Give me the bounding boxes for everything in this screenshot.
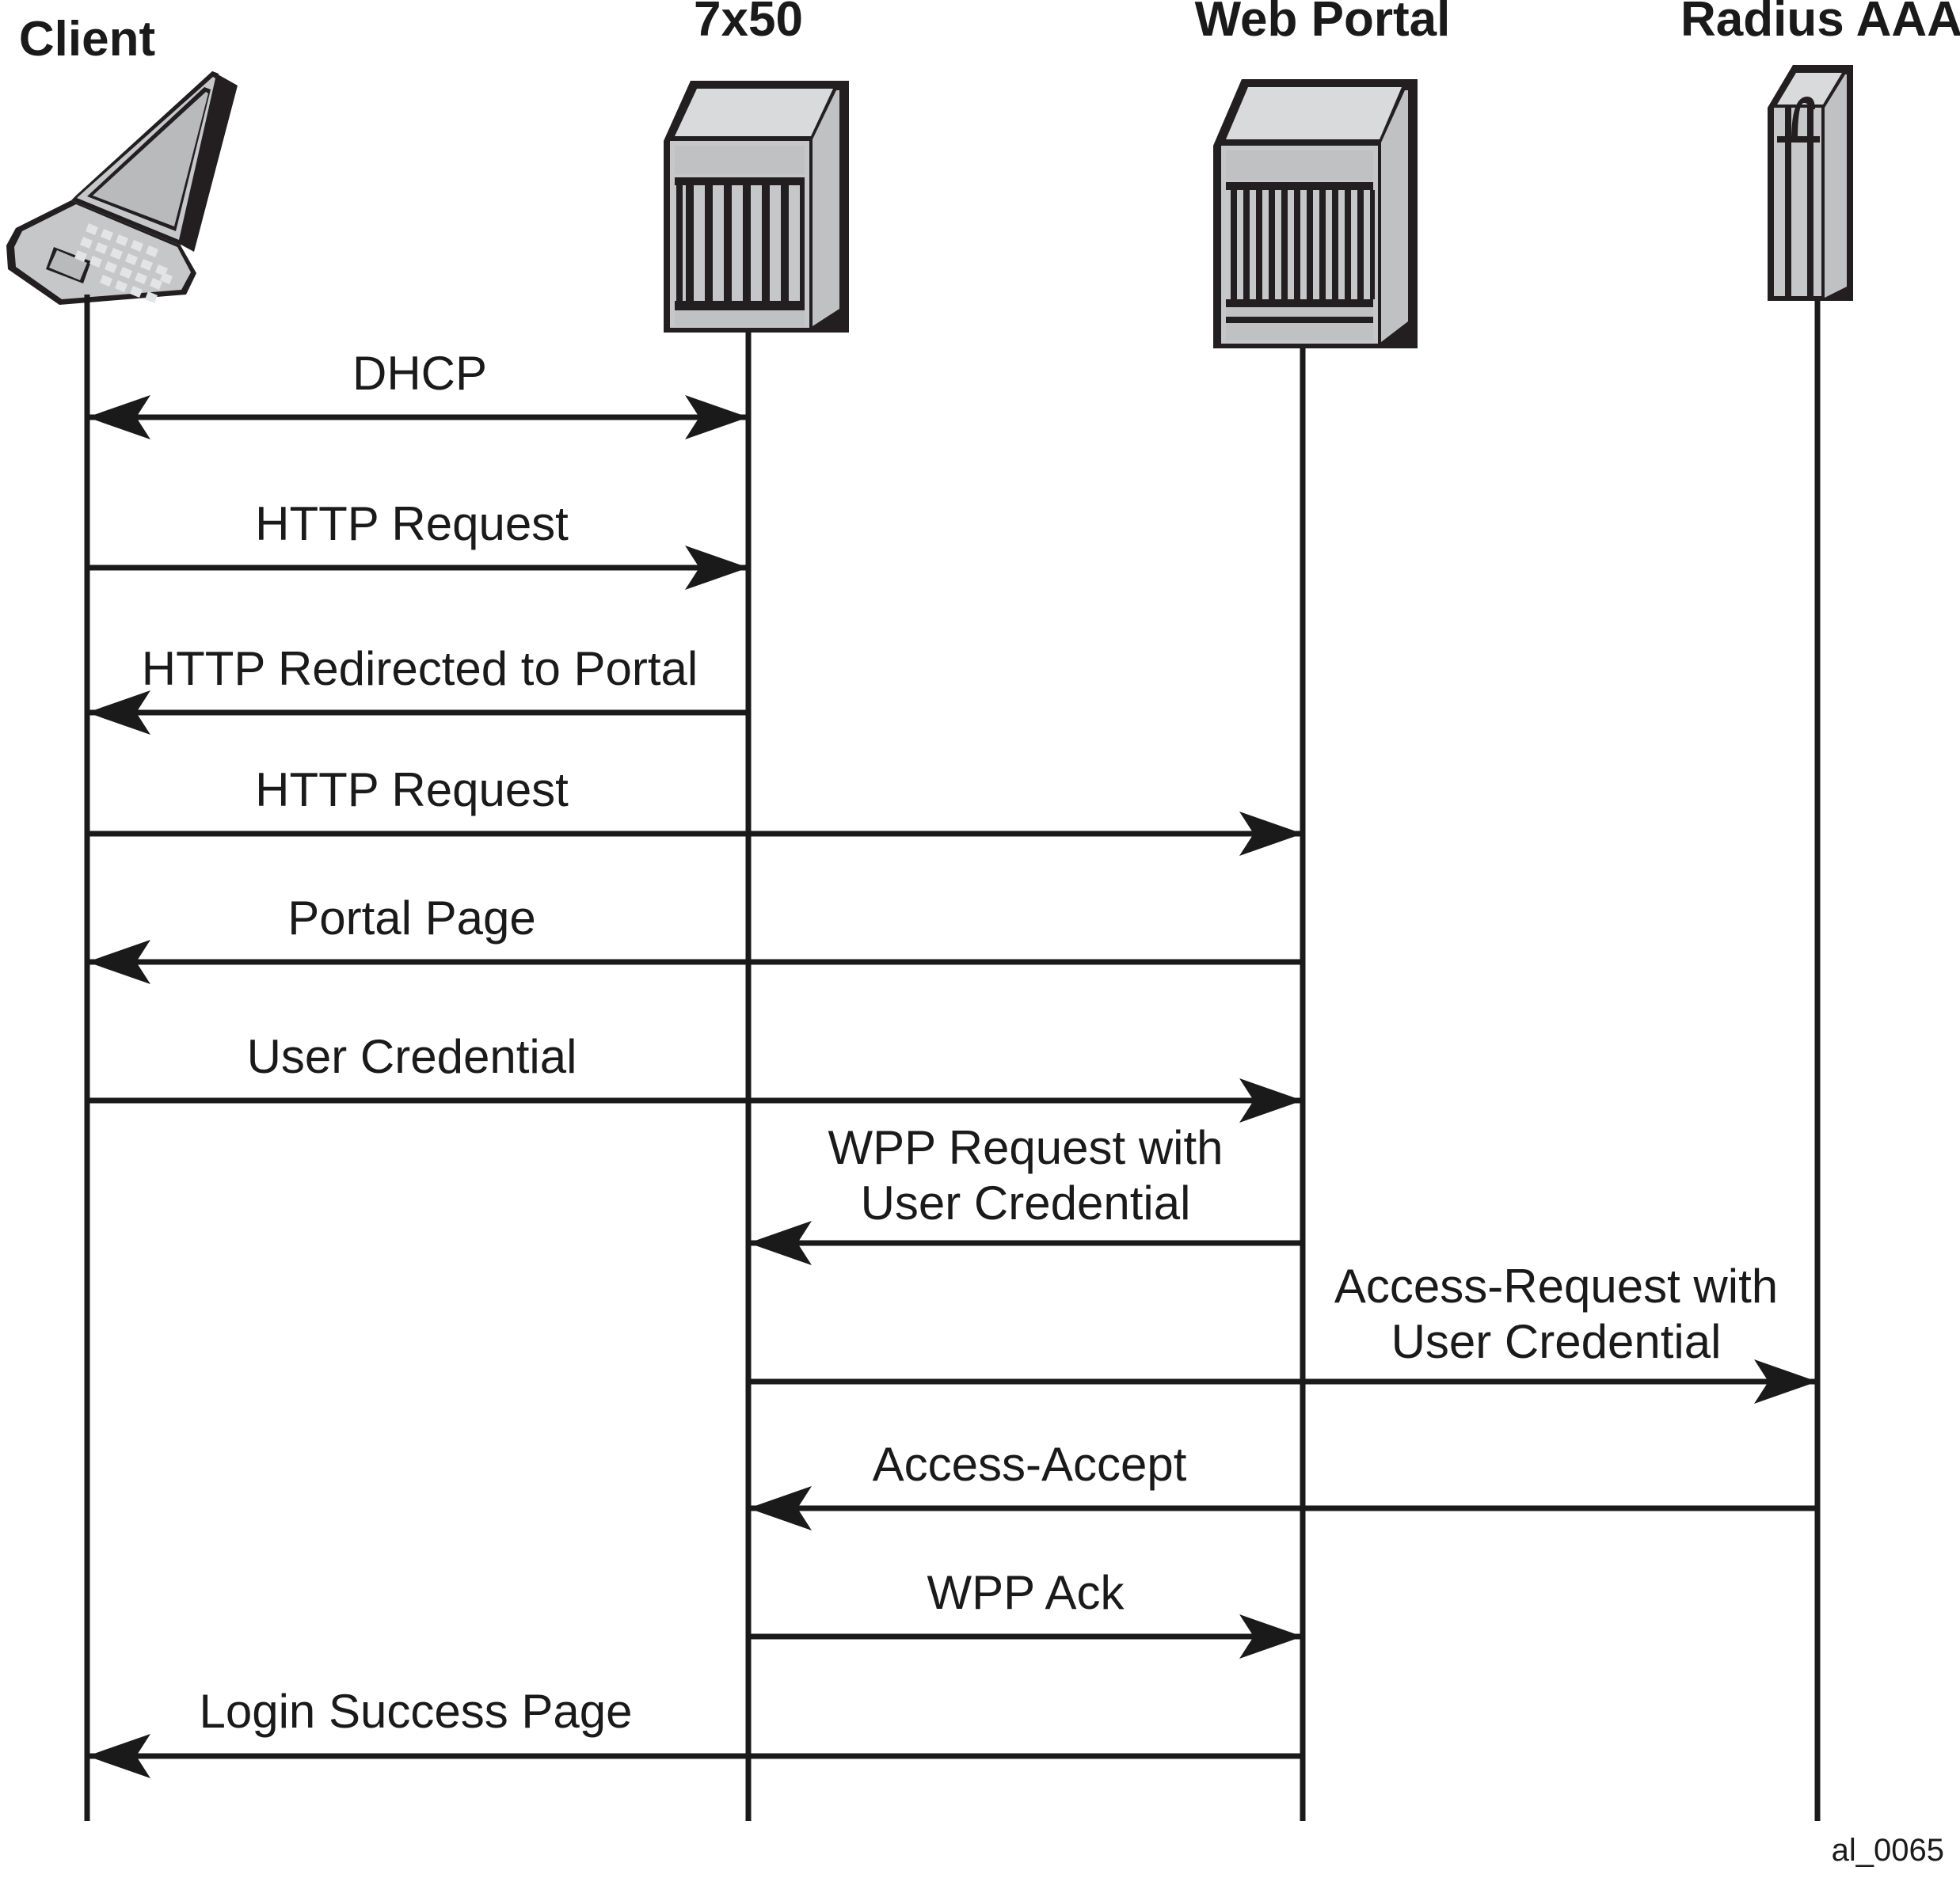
message-access-request: Access-Request with User Credential (748, 1260, 1817, 1404)
message-label-wpp-ack: WPP Ack (927, 1566, 1125, 1619)
server-chassis-icon (1213, 79, 1418, 348)
arrowhead-right (685, 395, 748, 439)
message-label-http-redirected: HTTP Redirected to Portal (142, 642, 698, 695)
tower-server-icon (1768, 65, 1853, 301)
arrowhead-right (1754, 1359, 1817, 1404)
message-http-request-1: HTTP Request (87, 497, 748, 590)
lifeline-title-radius: Radius AAA (1680, 0, 1960, 47)
message-label-portal-page: Portal Page (287, 891, 536, 945)
arrowhead-right (685, 546, 748, 590)
message-portal-page: Portal Page (87, 891, 1303, 984)
message-wpp-request: WPP Request with User Credential (748, 1121, 1303, 1265)
message-label-access-request-line1: Access-Request with (1334, 1260, 1778, 1313)
lifeline-title-portal: Web Portal (1195, 0, 1451, 47)
arrowhead-right (1239, 812, 1303, 856)
message-label-http-request-2: HTTP Request (255, 763, 569, 816)
message-access-accept: Access-Accept (748, 1438, 1817, 1530)
arrowhead-left (748, 1486, 812, 1530)
lifeline-title-router: 7x50 (694, 0, 803, 47)
arrowhead-left (748, 1221, 812, 1265)
message-dhcp: DHCP (87, 347, 748, 439)
arrowhead-left (87, 395, 150, 439)
message-label-wpp-request-line1: WPP Request with (828, 1121, 1223, 1174)
message-wpp-ack: WPP Ack (748, 1566, 1303, 1659)
arrowhead-right (1239, 1078, 1303, 1123)
message-label-access-request-line2: User Credential (1391, 1315, 1722, 1368)
router-chassis-icon (664, 81, 849, 333)
arrowhead-right (1239, 1614, 1303, 1659)
lifeline-title-client: Client (19, 12, 155, 67)
laptop-icon (6, 71, 238, 305)
arrowhead-left (87, 1734, 150, 1778)
message-http-request-2: HTTP Request (87, 763, 1303, 856)
message-label-user-credential: User Credential (247, 1030, 577, 1083)
message-label-access-accept: Access-Accept (873, 1438, 1187, 1491)
arrowhead-left (87, 940, 150, 984)
message-http-redirected-to-portal: HTTP Redirected to Portal (87, 642, 748, 735)
message-label-wpp-request-line2: User Credential (861, 1177, 1191, 1230)
message-label-dhcp: DHCP (352, 347, 487, 400)
message-login-success-page: Login Success Page (87, 1685, 1303, 1778)
figure-caption: al_0065 (1832, 1833, 1944, 1868)
arrowhead-left (87, 690, 150, 735)
message-label-http-request-1: HTTP Request (255, 497, 569, 550)
message-label-login-success-page: Login Success Page (199, 1685, 632, 1738)
message-user-credential: User Credential (87, 1030, 1303, 1123)
